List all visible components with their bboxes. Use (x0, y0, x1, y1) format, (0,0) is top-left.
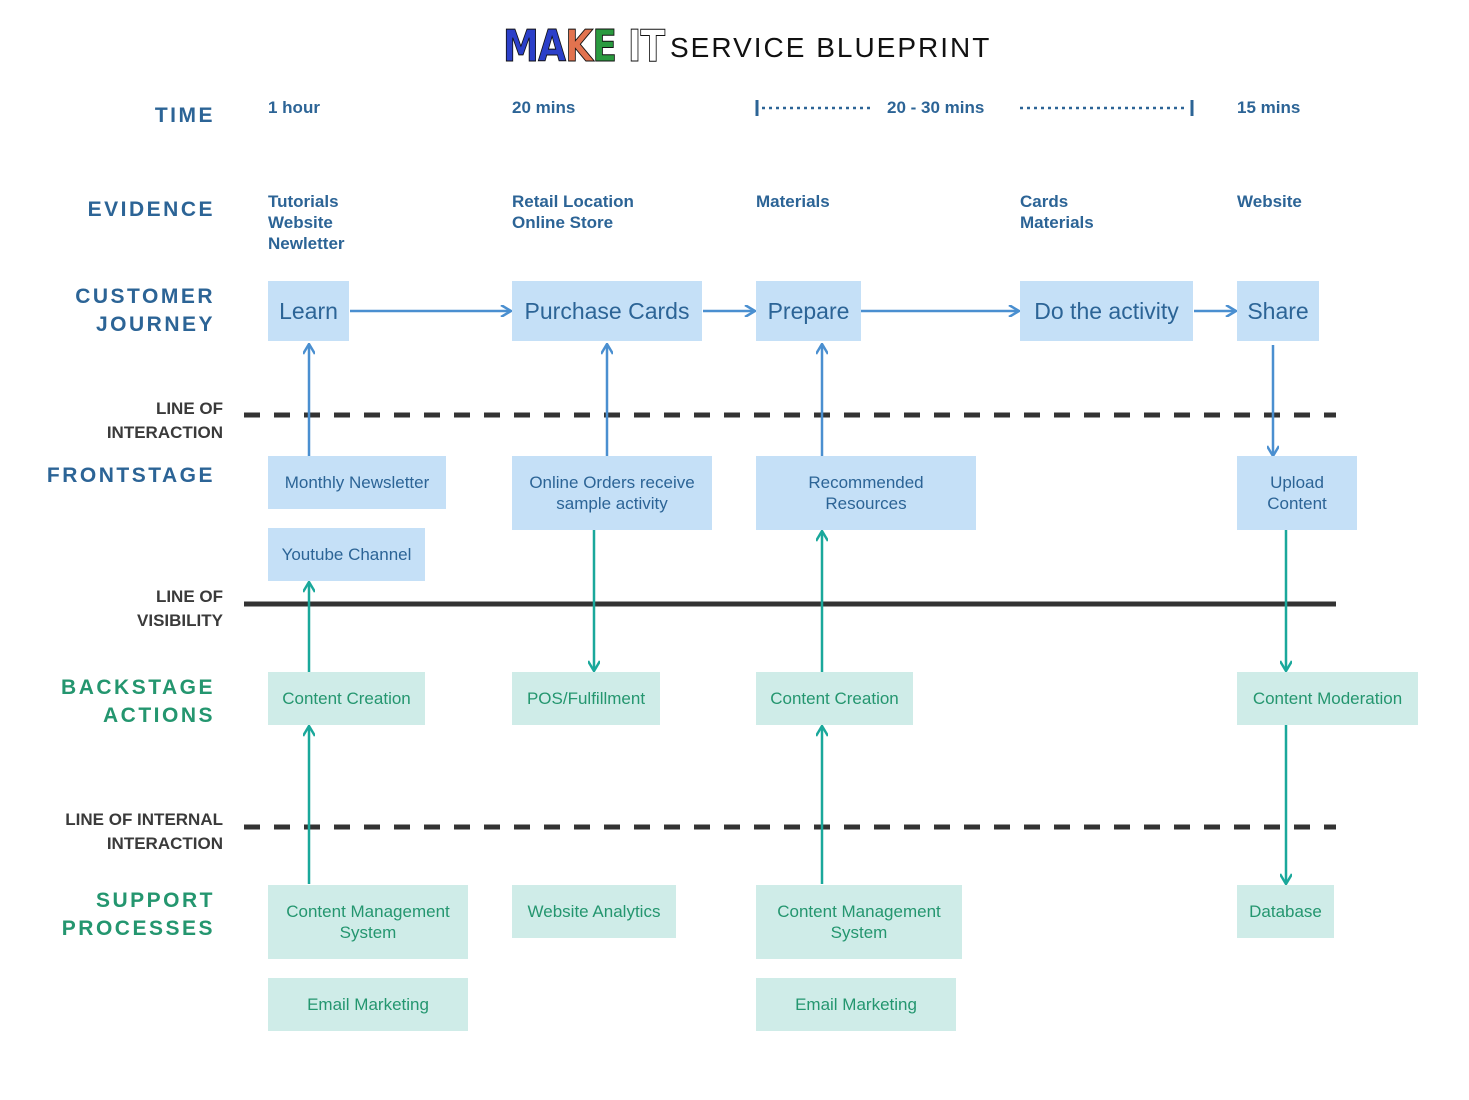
frontstage-monthly-newsletter[interactable]: Monthly Newsletter (268, 456, 446, 509)
time-value: 15 mins (1237, 98, 1301, 117)
backstage-content-creation[interactable]: Content Creation (268, 672, 425, 725)
journey-step-prepare[interactable]: Prepare (756, 281, 861, 341)
evidence-item: Cards Materials (1020, 191, 1094, 233)
time-value: 1 hour (268, 98, 320, 117)
label-line: JOURNEY (95, 313, 215, 336)
support-database[interactable]: Database (1237, 885, 1334, 938)
page-title: SERVICE BLUEPRINT (670, 32, 992, 63)
support-cms[interactable]: Content Management System (756, 885, 962, 959)
evidence-item: Tutorials Website Newletter (268, 191, 345, 254)
label-line: VISIBILITY (137, 611, 223, 630)
label-line: PROCESSES (61, 917, 215, 940)
evidence-line: Materials (756, 192, 830, 211)
journey-step-share[interactable]: Share (1237, 281, 1319, 341)
time-value: 20 mins (512, 98, 576, 117)
label-line: LINE OF INTERNAL (65, 810, 223, 829)
evidence-line: Website (268, 213, 333, 232)
label-line: CUSTOMER (75, 285, 215, 308)
logo-letter: A (538, 21, 567, 72)
frontstage-youtube-channel[interactable]: Youtube Channel (268, 528, 425, 581)
support-email-marketing[interactable]: Email Marketing (756, 978, 956, 1031)
label-line: LINE OF (155, 587, 223, 606)
row-label-evidence: EVIDENCE (87, 198, 215, 221)
backstage-content-moderation[interactable]: Content Moderation (1237, 672, 1418, 725)
label-line: LINE OF (155, 399, 223, 418)
support-website-analytics[interactable]: Website Analytics (512, 885, 676, 938)
evidence-line: Retail Location (512, 192, 634, 211)
time-value: 20 - 30 mins (887, 98, 985, 117)
line-of-visibility-label: LINE OF VISIBILITY (137, 585, 223, 633)
logo-letter: E (592, 21, 617, 72)
row-label-frontstage: FRONTSTAGE (46, 464, 215, 487)
line-of-internal-interaction-label: LINE OF INTERNAL INTERACTION (65, 808, 223, 856)
row-label-customer-journey: CUSTOMER JOURNEY (75, 283, 215, 339)
frontstage-upload-content[interactable]: Upload Content (1237, 456, 1357, 530)
time-range-indicator (755, 100, 1194, 116)
row-label-support: SUPPORT PROCESSES (62, 887, 215, 943)
support-cms[interactable]: Content Management System (268, 885, 468, 959)
make-it-logo: MAKE IT (503, 21, 666, 72)
evidence-line: Materials (1020, 213, 1094, 232)
frontstage-online-orders[interactable]: Online Orders receive sample activity (512, 456, 712, 530)
evidence-line: Cards (1020, 192, 1069, 211)
evidence-item: Materials (756, 191, 830, 212)
logo-letter: IT (627, 21, 666, 72)
evidence-item: Website (1237, 191, 1302, 212)
label-line: BACKSTAGE (61, 676, 215, 699)
backstage-pos-fulfillment[interactable]: POS/Fulfillment (512, 672, 660, 725)
label-line: INTERACTION (106, 423, 223, 442)
logo-letter: K (565, 21, 594, 72)
evidence-line: Newletter (268, 234, 345, 253)
label-line: SUPPORT (95, 889, 215, 912)
evidence-line: Online Store (512, 213, 614, 232)
frontstage-recommended-resources[interactable]: Recommended Resources (756, 456, 976, 530)
label-line: INTERACTION (106, 834, 223, 853)
row-label-time: TIME (154, 104, 215, 127)
logo-letter: M (503, 21, 540, 72)
journey-step-purchase-cards[interactable]: Purchase Cards (512, 281, 702, 341)
support-email-marketing[interactable]: Email Marketing (268, 978, 468, 1031)
label-line: ACTIONS (103, 704, 215, 727)
backstage-content-creation[interactable]: Content Creation (756, 672, 913, 725)
journey-step-do-activity[interactable]: Do the activity (1020, 281, 1193, 341)
evidence-line: Tutorials (268, 192, 339, 211)
journey-step-learn[interactable]: Learn (268, 281, 349, 341)
line-of-interaction-label: LINE OF INTERACTION (107, 397, 223, 445)
evidence-line: Website (1237, 192, 1302, 211)
row-label-backstage: BACKSTAGE ACTIONS (61, 674, 215, 730)
evidence-item: Retail Location Online Store (512, 191, 634, 233)
